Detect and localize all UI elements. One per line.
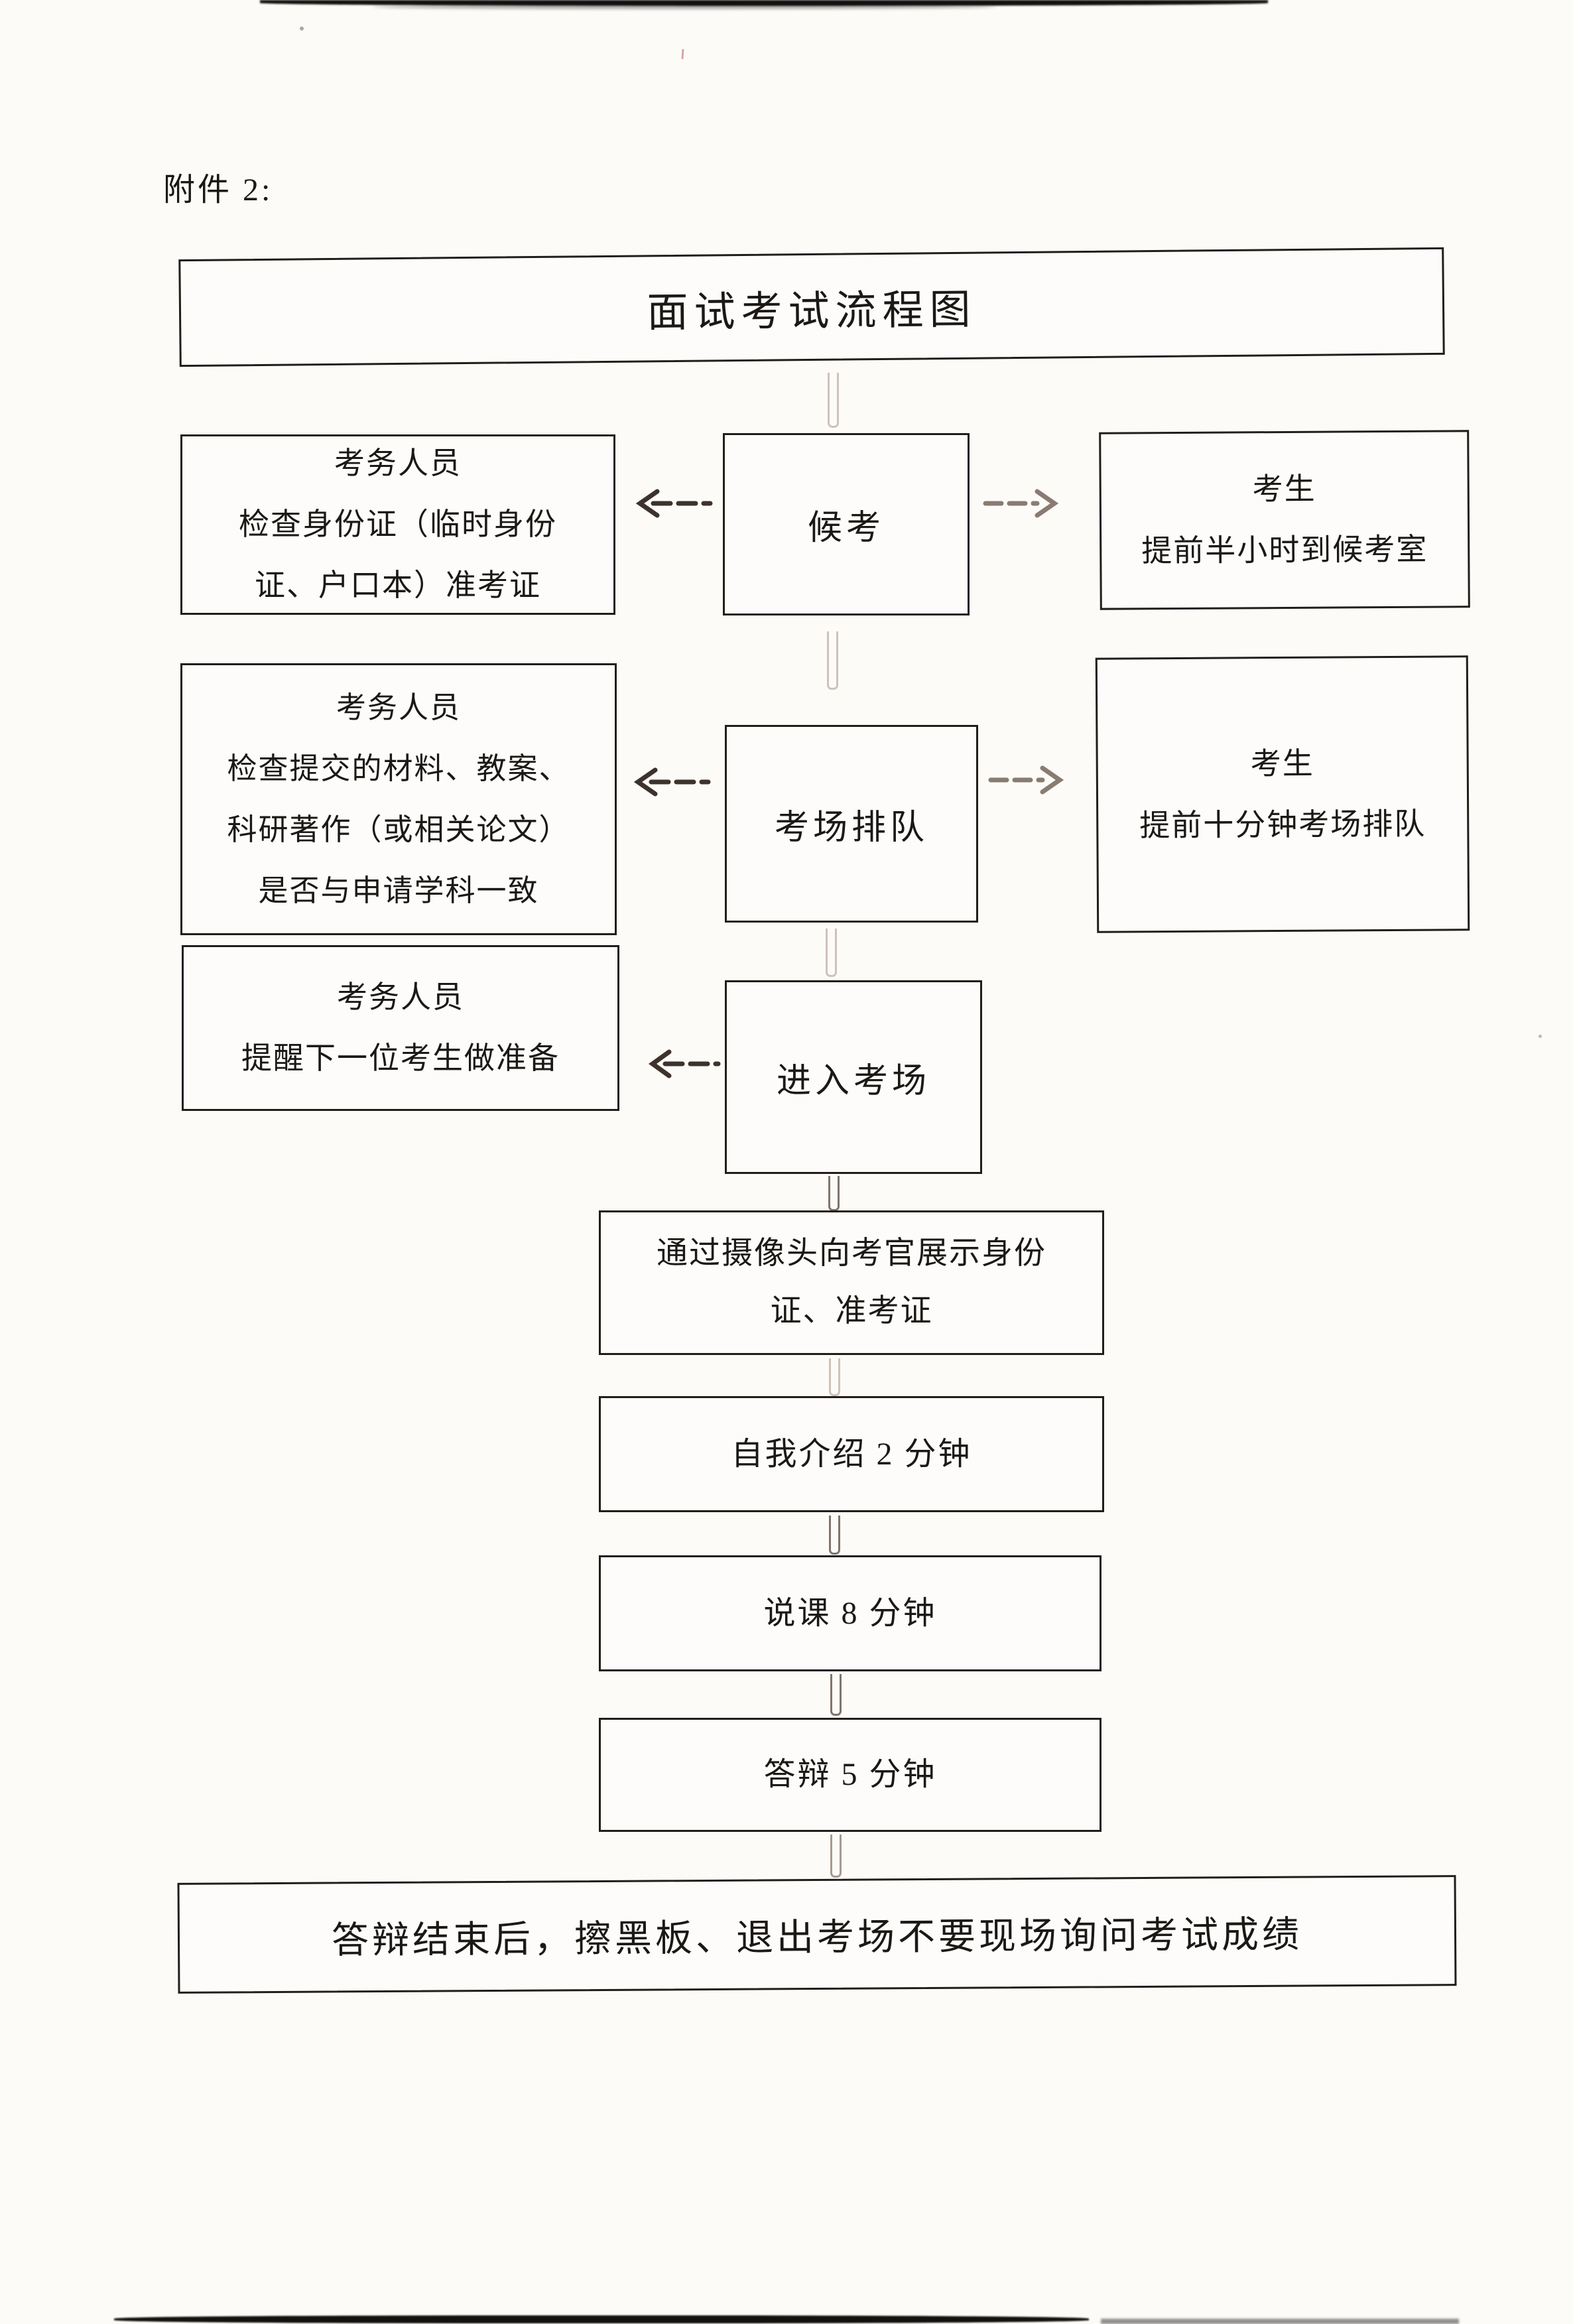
box-candidate-queue: 考生 提前十分钟考场排队 xyxy=(1095,655,1470,933)
scan-smudge-top-2 xyxy=(373,5,996,9)
box-self-intro: 自我介绍 2 分钟 xyxy=(599,1396,1104,1512)
box-label: 自我介绍 2 分钟 xyxy=(731,1436,972,1472)
box-label: 说课 8 分钟 xyxy=(763,1595,937,1631)
box-line: 考生 xyxy=(1250,746,1314,781)
box-line: 考务人员 xyxy=(334,446,462,480)
box-line: 证、准考证 xyxy=(770,1294,933,1328)
box-line: 检查提交的材料、教案、 xyxy=(227,751,570,785)
arrow-left-icon xyxy=(633,767,711,797)
down-connector xyxy=(827,631,838,690)
box-end-note: 答辩结束后，擦黑板、退出考场不要现场询问考试成绩 xyxy=(177,1875,1457,1994)
scan-red-mark xyxy=(681,48,684,60)
scan-fleck xyxy=(300,27,304,31)
scan-fleck xyxy=(1539,1035,1542,1038)
down-connector xyxy=(830,1674,842,1716)
arrow-right-icon xyxy=(983,489,1059,518)
box-candidate-arrive: 考生 提前半小时到候考室 xyxy=(1099,430,1470,610)
down-connector xyxy=(828,1176,840,1211)
box-label: 候考 xyxy=(807,509,885,547)
scan-smudge-bottom xyxy=(114,2315,1089,2323)
box-staff-check-materials: 考务人员 检查提交的材料、教案、 科研著作（或相关论文） 是否与申请学科一致 xyxy=(180,663,617,935)
box-queue-exam-room: 考场排队 xyxy=(725,725,978,923)
box-enter-exam-room: 进入考场 xyxy=(725,980,982,1174)
box-label: 答辩结束后，擦黑板、退出考场不要现场询问考试成绩 xyxy=(331,1914,1303,1962)
scan-smudge-bottom-2 xyxy=(1101,2319,1459,2324)
box-line: 考务人员 xyxy=(337,980,464,1014)
box-line: 科研著作（或相关论文） xyxy=(227,813,570,846)
box-line: 考务人员 xyxy=(336,690,461,724)
box-label: 答辩 5 分钟 xyxy=(763,1757,937,1793)
down-connector xyxy=(826,929,837,977)
arrow-left-icon xyxy=(635,489,713,518)
down-connector xyxy=(829,1358,840,1396)
box-line: 证、户口本）准考证 xyxy=(255,568,541,602)
box-label: 考场排队 xyxy=(774,808,928,847)
down-connector xyxy=(829,1516,840,1555)
box-line: 考生 xyxy=(1252,472,1316,507)
title-box: 面试考试流程图 xyxy=(178,247,1445,367)
box-staff-check-id: 考务人员 检查身份证（临时身份 证、户口本）准考证 xyxy=(180,434,615,615)
box-line: 是否与申请学科一致 xyxy=(258,874,539,908)
box-line: 提醒下一位考生做准备 xyxy=(241,1041,560,1075)
box-wait-exam: 候考 xyxy=(723,433,970,615)
page-title: 面试考试流程图 xyxy=(647,287,977,336)
box-staff-remind-next: 考务人员 提醒下一位考生做准备 xyxy=(182,945,619,1111)
attachment-label: 附件 2: xyxy=(163,172,273,208)
down-connector xyxy=(828,373,839,428)
arrow-right-icon xyxy=(988,765,1064,795)
box-defense: 答辩 5 分钟 xyxy=(599,1718,1101,1832)
box-label: 进入考场 xyxy=(776,1062,930,1100)
scan-smudge-top xyxy=(260,0,1268,6)
box-show-id-via-camera: 通过摄像头向考官展示身份 证、准考证 xyxy=(599,1210,1104,1355)
down-connector xyxy=(830,1835,842,1878)
box-line: 检查身份证（临时身份 xyxy=(239,507,557,541)
box-line: 提前半小时到候考室 xyxy=(1141,532,1428,568)
arrow-left-icon xyxy=(649,1049,721,1078)
box-lesson-presentation: 说课 8 分钟 xyxy=(599,1555,1101,1671)
box-line: 通过摄像头向考官展示身份 xyxy=(657,1236,1046,1271)
box-line: 提前十分钟考场排队 xyxy=(1139,807,1426,842)
